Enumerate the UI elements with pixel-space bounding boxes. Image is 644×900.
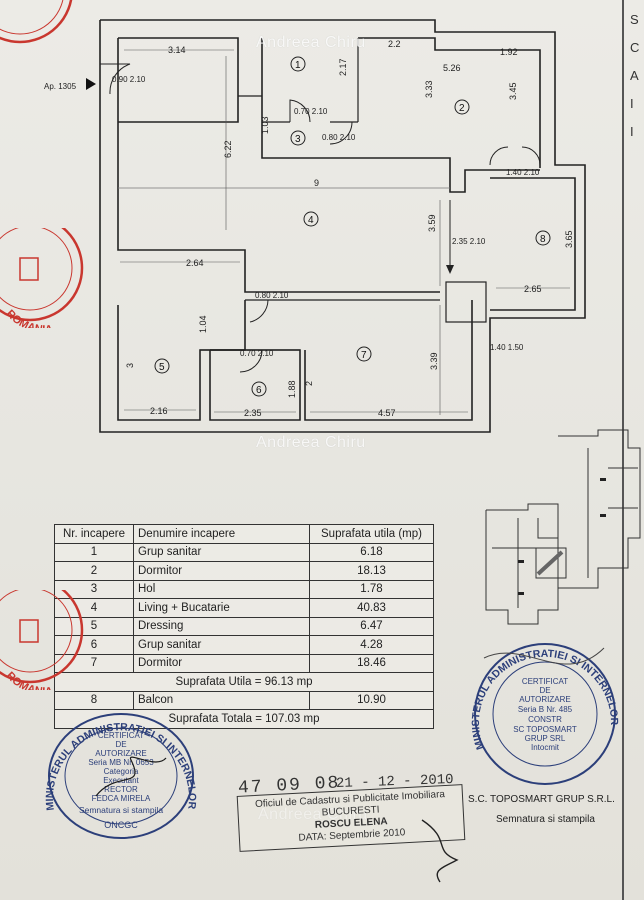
room-area-table: Nr. incapere Denumire incapere Suprafata…: [54, 524, 434, 729]
left-authorization-stamp: MINISTERUL ADMINISTRATIEI SI INTERNELOR …: [44, 713, 198, 839]
table-row: 3 Hol 1.78: [54, 579, 434, 599]
svg-text:SC TOPOSMART: SC TOPOSMART: [513, 725, 577, 734]
svg-text:Semnatura si stampila: Semnatura si stampila: [79, 805, 163, 815]
dim-label: 1.92: [500, 47, 518, 57]
watermark: Andreea Chiru: [256, 34, 366, 51]
table-header-row: Nr. incapere Denumire incapere Suprafata…: [54, 524, 434, 544]
door-label: 0.70 2.10: [294, 107, 328, 116]
svg-text:ONCGC: ONCGC: [104, 820, 138, 830]
dim-label: 5.26: [443, 63, 461, 73]
dim-label: 1.04: [198, 315, 208, 333]
svg-text:Intocmit: Intocmit: [531, 743, 560, 752]
inner-wall: [118, 37, 239, 123]
dim-label: 3.33: [424, 80, 434, 98]
door-label: 1.40 2.10: [506, 168, 540, 177]
svg-text:DE: DE: [115, 740, 126, 749]
red-stamp-middle: ROMANIA: [0, 228, 84, 328]
dim-label: 1.88: [287, 380, 297, 398]
svg-text:Seria MB Nr. 0653: Seria MB Nr. 0653: [88, 758, 154, 767]
dim-label: 3: [125, 363, 135, 368]
room-num-6: 6: [256, 385, 262, 396]
dim-label: 3.39: [429, 352, 439, 370]
room-num-2: 2: [459, 103, 465, 114]
outer-wall: [99, 19, 586, 433]
dim-label: 2.17: [338, 58, 348, 76]
company-name: S.C. TOPOSMART GRUP S.R.L.: [468, 794, 615, 805]
svg-text:CERTIFICAT: CERTIFICAT: [522, 677, 568, 686]
room-num-1: 1: [295, 60, 301, 71]
svg-text:GRUP SRL: GRUP SRL: [525, 734, 566, 743]
table-header: Suprafata utila (mp): [309, 524, 434, 544]
suprafata-utila: Suprafata Utila = 96.13 mp: [54, 672, 434, 692]
entry-arrow-icon: [86, 78, 96, 90]
dim-label: 6.22: [223, 140, 233, 158]
table-row: 7 Dormitor 18.46: [54, 653, 434, 673]
door-label: 1.40 1.50: [490, 343, 524, 352]
red-stamp-lower: ROMANIA: [0, 590, 84, 690]
svg-text:CERTIFICAT: CERTIFICAT: [98, 731, 144, 740]
dim-label: 2.2: [388, 39, 401, 49]
door-label: 2.35 2.10: [452, 237, 486, 246]
door-arc-entry: [100, 63, 131, 95]
svg-text:AUTORIZARE: AUTORIZARE: [95, 749, 146, 758]
door-label: 0.80 2.10: [322, 133, 356, 142]
room-num-3: 3: [295, 134, 301, 145]
svg-text:AUTORIZARE: AUTORIZARE: [519, 695, 570, 704]
room-num-4: 4: [308, 215, 314, 226]
room-num-5: 5: [159, 362, 165, 373]
table-total-row: Suprafata Utila = 96.13 mp: [54, 672, 434, 692]
table-row: 1 Grup sanitar 6.18: [54, 542, 434, 562]
room-num-7: 7: [361, 350, 367, 361]
dim-label: 9: [314, 178, 319, 188]
apartment-label: Ap. 1305: [44, 82, 77, 91]
door-label: 0.80 2.10: [255, 291, 289, 300]
floor-plan: 1 2 3 4 5 6 7 8 3.14 2.2 1.92 5.26 2.17 …: [44, 19, 586, 433]
side-letters: S C A I I: [630, 12, 640, 139]
table-row: 5 Dressing 6.47: [54, 616, 434, 636]
dim-label: 1.03: [260, 116, 270, 134]
signature-scribble: [421, 819, 459, 883]
svg-text:Seria B Nr. 485: Seria B Nr. 485: [518, 705, 573, 714]
watermark: Andreea Chiru: [256, 434, 366, 451]
dim-label: 2.65: [524, 284, 542, 294]
room-num-8: 8: [540, 234, 546, 245]
table-row: 4 Living + Bucatarie 40.83: [54, 598, 434, 618]
table-row: 6 Grup sanitar 4.28: [54, 635, 434, 655]
signature-label: Semnatura si stampila: [496, 814, 595, 825]
svg-text:CONSTR: CONSTR: [528, 715, 562, 724]
red-stamp-top: [0, 0, 73, 44]
dim-label: 3.65: [564, 230, 574, 248]
table-row: 2 Dormitor 18.13: [54, 561, 434, 581]
svg-text:RECTOR: RECTOR: [104, 785, 138, 794]
dim-label: 3.45: [508, 82, 518, 100]
table-header: Denumire incapere: [133, 524, 310, 544]
dim-label: 3.14: [168, 45, 186, 55]
dim-label: 2.35: [244, 408, 262, 418]
table-header: Nr. incapere: [54, 524, 134, 544]
door-label: 0.90 2.10: [112, 75, 146, 84]
table-total-row: Suprafata Totala = 107.03 mp: [54, 709, 434, 729]
svg-text:Categoria: Categoria: [104, 767, 139, 776]
dim-label: 2.64: [186, 258, 204, 268]
right-company-stamp: MINISTERUL ADMINISTRATIEI SI INTERNELOR …: [470, 643, 620, 785]
building-key-plan: [485, 429, 641, 625]
suprafata-totala: Suprafata Totala = 107.03 mp: [54, 709, 434, 729]
dim-label: 3.59: [427, 214, 437, 232]
door-label: 0.70 2.10: [240, 349, 274, 358]
svg-text:DE: DE: [539, 686, 550, 695]
dim-label: 2.16: [150, 406, 168, 416]
dim-label: 2: [304, 381, 314, 386]
page-border-right: [622, 0, 624, 900]
dim-label: 4.57: [378, 408, 396, 418]
svg-text:FEDCA MIRELA: FEDCA MIRELA: [92, 794, 151, 803]
